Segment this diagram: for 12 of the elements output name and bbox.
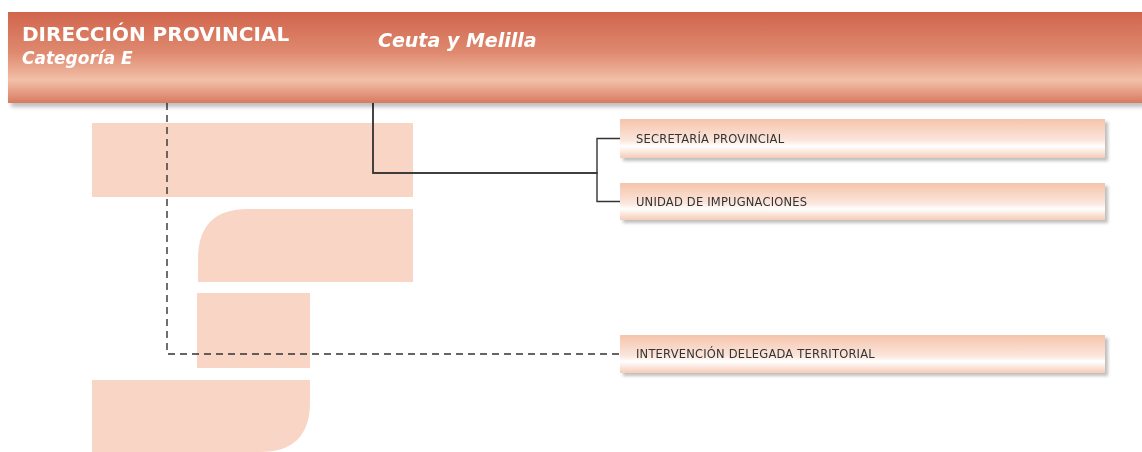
connector-line	[372, 102, 621, 203]
header-region: Ceuta y Melilla	[378, 29, 537, 51]
unit-label: UNIDAD DE IMPUGNACIONES	[636, 194, 808, 209]
unit-box	[620, 335, 1105, 373]
header-title: DIRECCIÓN PROVINCIAL	[22, 22, 290, 46]
header-band	[8, 12, 1142, 103]
unit-box	[620, 119, 1105, 158]
unit-label: SECRETARÍA PROVINCIAL	[636, 131, 785, 146]
unit-label: INTERVENCIÓN DELEGADA TERRITORIAL	[636, 347, 875, 361]
header-subtitle: Categoría E	[22, 48, 133, 68]
unit-box	[620, 183, 1105, 220]
dashed-connector	[166, 102, 621, 355]
